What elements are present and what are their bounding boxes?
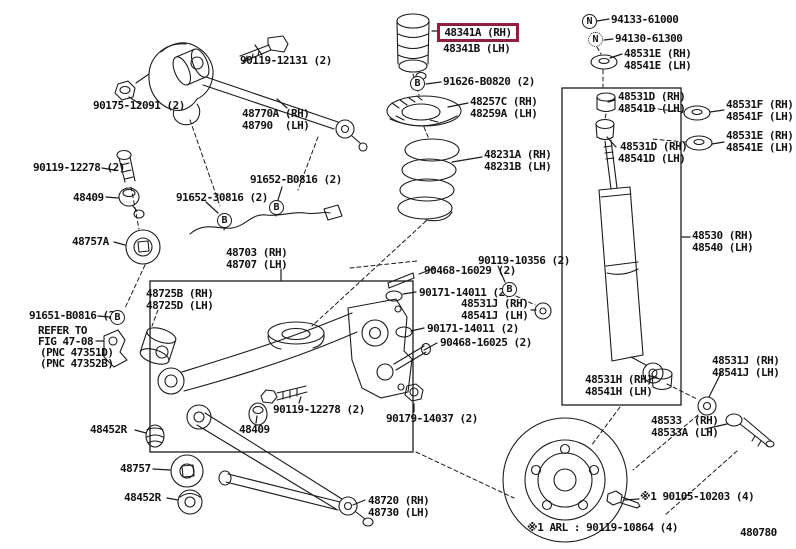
part-label-7[interactable]: 91626-B0820 (2): [443, 75, 535, 88]
highlighted-part-number-rh: 48341A (RH): [444, 26, 512, 39]
part-label-54[interactable]: 90179-14037 (2): [386, 412, 478, 425]
part-label-4[interactable]: 90175-12091 (2): [93, 99, 185, 112]
part-label-21[interactable]: 48231A (RH): [484, 148, 552, 161]
part-label-52[interactable]: 90119-12278 (2): [273, 403, 365, 416]
part-label-20[interactable]: 90119-12278 (2): [33, 161, 125, 174]
part-label-31[interactable]: 90119-10356 (2): [478, 254, 570, 267]
part-label-9[interactable]: 48541E (LH): [624, 59, 692, 72]
part-label-51[interactable]: 48452R: [90, 423, 127, 436]
part-label-57[interactable]: 48720 (RH): [368, 494, 430, 507]
part-label-16[interactable]: 48531E (RH): [726, 129, 794, 142]
part-label-22[interactable]: 48231B (LH): [484, 160, 552, 173]
part-label-28[interactable]: 48707 (LH): [226, 258, 288, 271]
highlighted-part-callout[interactable]: 48341A (RH): [437, 23, 519, 42]
part-label-3[interactable]: 94130-61300: [615, 32, 683, 45]
highlighted-part-number-lh[interactable]: 48341B (LH): [443, 42, 511, 55]
part-label-46[interactable]: 48541H (LH): [585, 385, 653, 398]
part-label-32[interactable]: 90468-16029 (2): [424, 264, 516, 277]
part-label-39[interactable]: 48725D (LH): [146, 299, 214, 312]
part-label-1[interactable]: 90119-12131 (2): [240, 54, 332, 67]
part-label-48[interactable]: 48541J (LH): [712, 366, 780, 379]
part-label-14[interactable]: 48531F (RH): [726, 98, 794, 111]
part-label-36[interactable]: 90171-14011 (2): [427, 322, 519, 335]
part-label-18[interactable]: 48531D (RH): [620, 140, 688, 153]
callout-circle-b-4: B: [269, 200, 284, 215]
callout-circle-b-7: B: [502, 282, 517, 297]
part-label-45[interactable]: 48531H (RH): [585, 373, 653, 386]
callout-circle-n-2: N: [588, 32, 603, 47]
part-label-49[interactable]: 48533 (RH): [651, 414, 719, 427]
part-label-15[interactable]: 48541F (LH): [726, 110, 794, 123]
part-label-47[interactable]: 48531J (RH): [712, 354, 780, 367]
part-label-13[interactable]: 48541D (LH): [618, 102, 686, 115]
part-label-41[interactable]: REFER TO: [38, 324, 87, 337]
part-label-42[interactable]: FIG 47-08: [38, 335, 94, 348]
part-label-10[interactable]: 48257C (RH): [470, 95, 538, 108]
part-label-35[interactable]: 48541J (LH): [461, 309, 529, 322]
callout-circle-b-3: B: [410, 76, 425, 91]
part-label-55[interactable]: 48757: [120, 462, 151, 475]
part-label-38[interactable]: 48725B (RH): [146, 287, 214, 300]
part-label-19[interactable]: 48541D (LH): [618, 152, 686, 165]
part-label-23[interactable]: 48409: [73, 191, 104, 204]
callout-circle-n-1: N: [582, 14, 597, 29]
part-label-8[interactable]: 48531E (RH): [624, 47, 692, 60]
diagram-number: 480780: [740, 526, 777, 539]
part-label-59[interactable]: ※1 90105-10203 (4): [640, 490, 755, 503]
part-label-27[interactable]: 48703 (RH): [226, 246, 288, 259]
part-label-5[interactable]: 48770A (RH): [242, 107, 310, 120]
part-label-34[interactable]: 48531J (RH): [461, 297, 529, 310]
callout-circle-b-6: B: [110, 310, 125, 325]
part-label-12[interactable]: 48531D (RH): [618, 90, 686, 103]
part-label-50[interactable]: 48533A (LH): [651, 426, 719, 439]
callout-circle-b-5: B: [217, 213, 232, 228]
part-label-26[interactable]: 48757A: [72, 235, 109, 248]
part-label-40[interactable]: 91651-B0816 (2): [29, 309, 121, 322]
part-label-37[interactable]: 90468-16025 (2): [440, 336, 532, 349]
part-label-58[interactable]: 48730 (LH): [368, 506, 430, 519]
part-label-44[interactable]: (PNC 47352B): [40, 357, 114, 370]
part-label-24[interactable]: 91652-30816 (2): [176, 191, 268, 204]
part-label-6[interactable]: 48790 (LH): [242, 119, 310, 132]
part-label-2[interactable]: 94133-61000: [611, 13, 679, 26]
part-label-11[interactable]: 48259A (LH): [470, 107, 538, 120]
part-label-33[interactable]: 90171-14011 (2): [419, 286, 511, 299]
part-label-43[interactable]: (PNC 47351D): [40, 346, 114, 359]
part-label-56[interactable]: 48452R: [124, 491, 161, 504]
part-label-30[interactable]: 48540 (LH): [692, 241, 754, 254]
part-label-53[interactable]: 48409: [239, 423, 270, 436]
part-label-25[interactable]: 91652-B0816 (2): [250, 173, 342, 186]
part-label-17[interactable]: 48541E (LH): [726, 141, 794, 154]
footnote-arl: ※1 ARL : 90119-10864 (4): [527, 521, 679, 534]
part-label-29[interactable]: 48530 (RH): [692, 229, 754, 242]
